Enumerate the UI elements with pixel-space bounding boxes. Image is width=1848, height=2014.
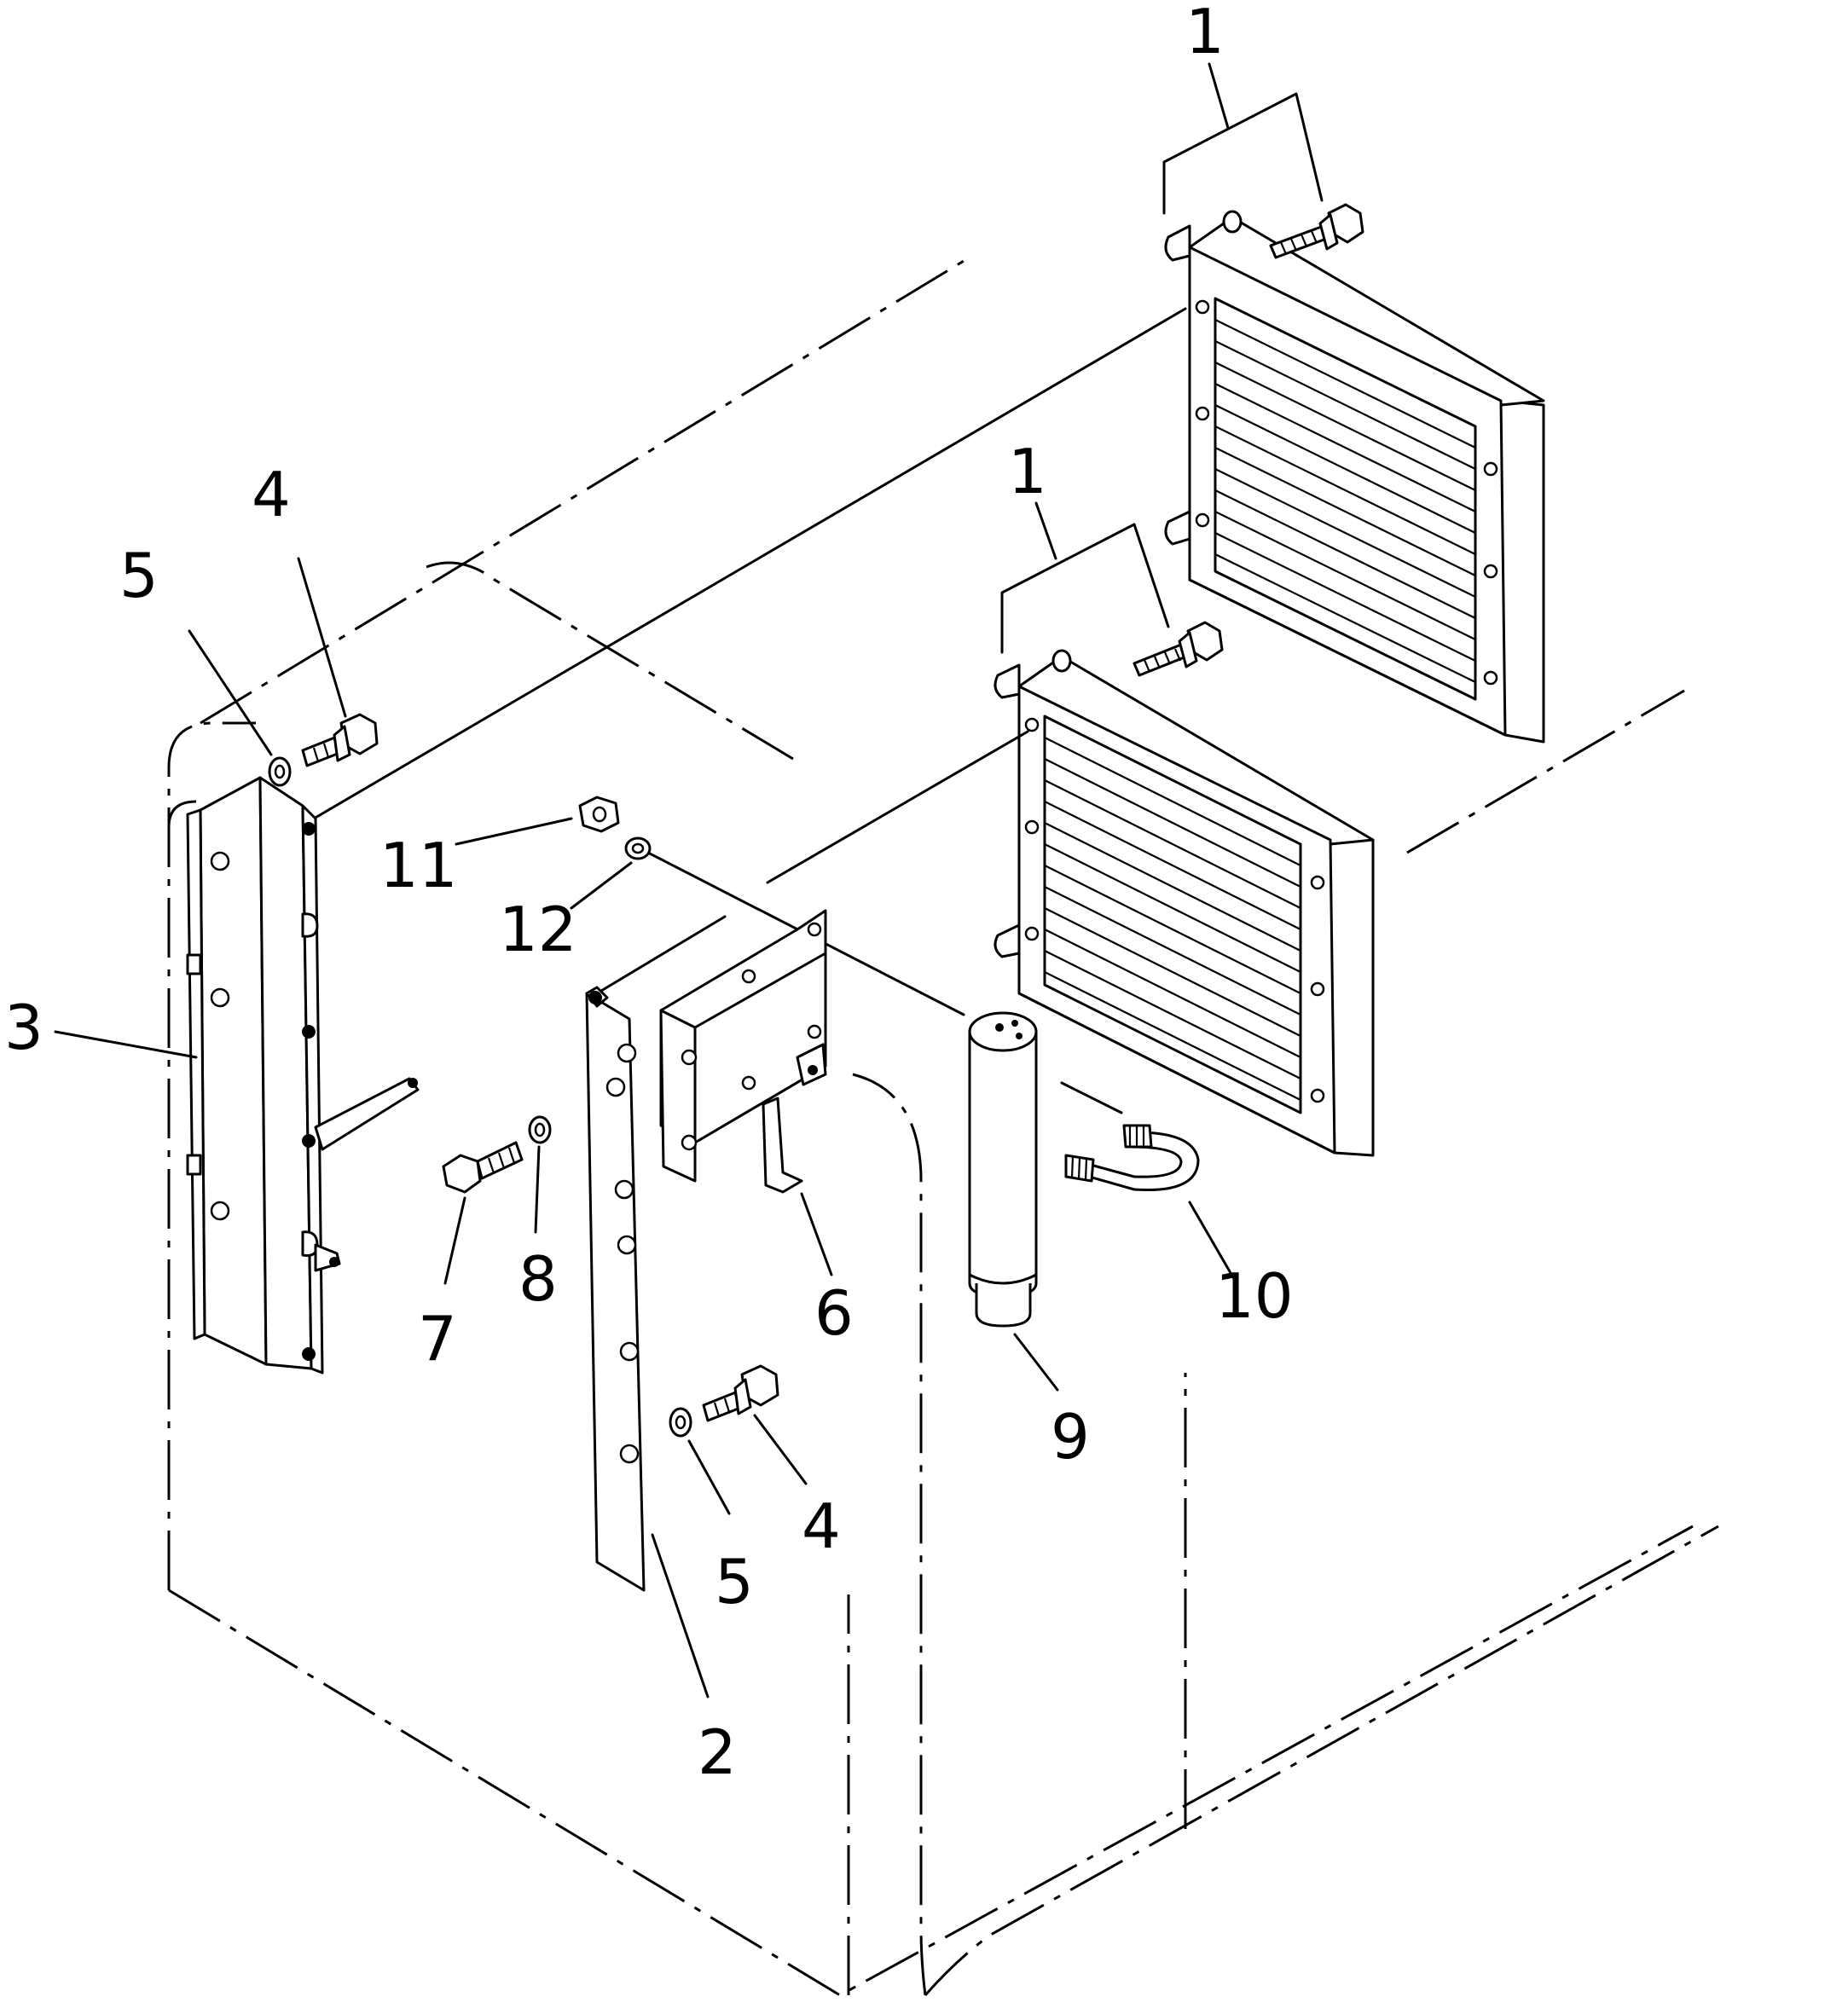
callout-5-upper: 5 xyxy=(119,540,159,611)
condenser-bolt-rear xyxy=(1269,203,1364,259)
receiver-drier xyxy=(968,1011,1038,1328)
callout-4-upper: 4 xyxy=(252,459,291,530)
callout-9: 9 xyxy=(1051,1401,1090,1473)
callout-2: 2 xyxy=(698,1716,737,1788)
callout-4-lower: 4 xyxy=(802,1490,841,1562)
callout-labels: 1 1 2 3 4 4 5 5 6 7 8 9 10 11 12 xyxy=(4,0,1294,1788)
condenser-front xyxy=(994,649,1375,1157)
condenser-rear xyxy=(1164,210,1545,744)
bolt-lower xyxy=(702,1364,779,1422)
callout-1-front: 1 xyxy=(1008,436,1047,507)
condenser-bolt-front xyxy=(1133,621,1224,677)
callout-11: 11 xyxy=(379,830,458,901)
callout-10: 10 xyxy=(1215,1260,1294,1332)
callout-7: 7 xyxy=(418,1303,457,1374)
washer-bolt xyxy=(528,1115,552,1144)
hose xyxy=(1064,1124,1200,1192)
washer-lower xyxy=(669,1407,692,1438)
callout-6: 6 xyxy=(814,1277,854,1349)
callout-3: 3 xyxy=(4,992,43,1063)
plate xyxy=(585,986,646,1592)
receiver-bracket xyxy=(659,909,827,1194)
bolt-hex xyxy=(442,1141,524,1194)
nut xyxy=(578,796,620,833)
bracket-left xyxy=(186,776,420,1374)
callout-8: 8 xyxy=(518,1243,558,1315)
washer-upper xyxy=(268,756,292,787)
cab-phantom-outline xyxy=(167,254,1719,1997)
callout-1-rear: 1 xyxy=(1185,0,1225,67)
leader-lines xyxy=(54,62,1324,1699)
callout-12: 12 xyxy=(499,894,577,965)
bolt-upper xyxy=(301,713,379,767)
washer-small xyxy=(624,836,652,860)
callout-5-lower: 5 xyxy=(715,1546,754,1618)
